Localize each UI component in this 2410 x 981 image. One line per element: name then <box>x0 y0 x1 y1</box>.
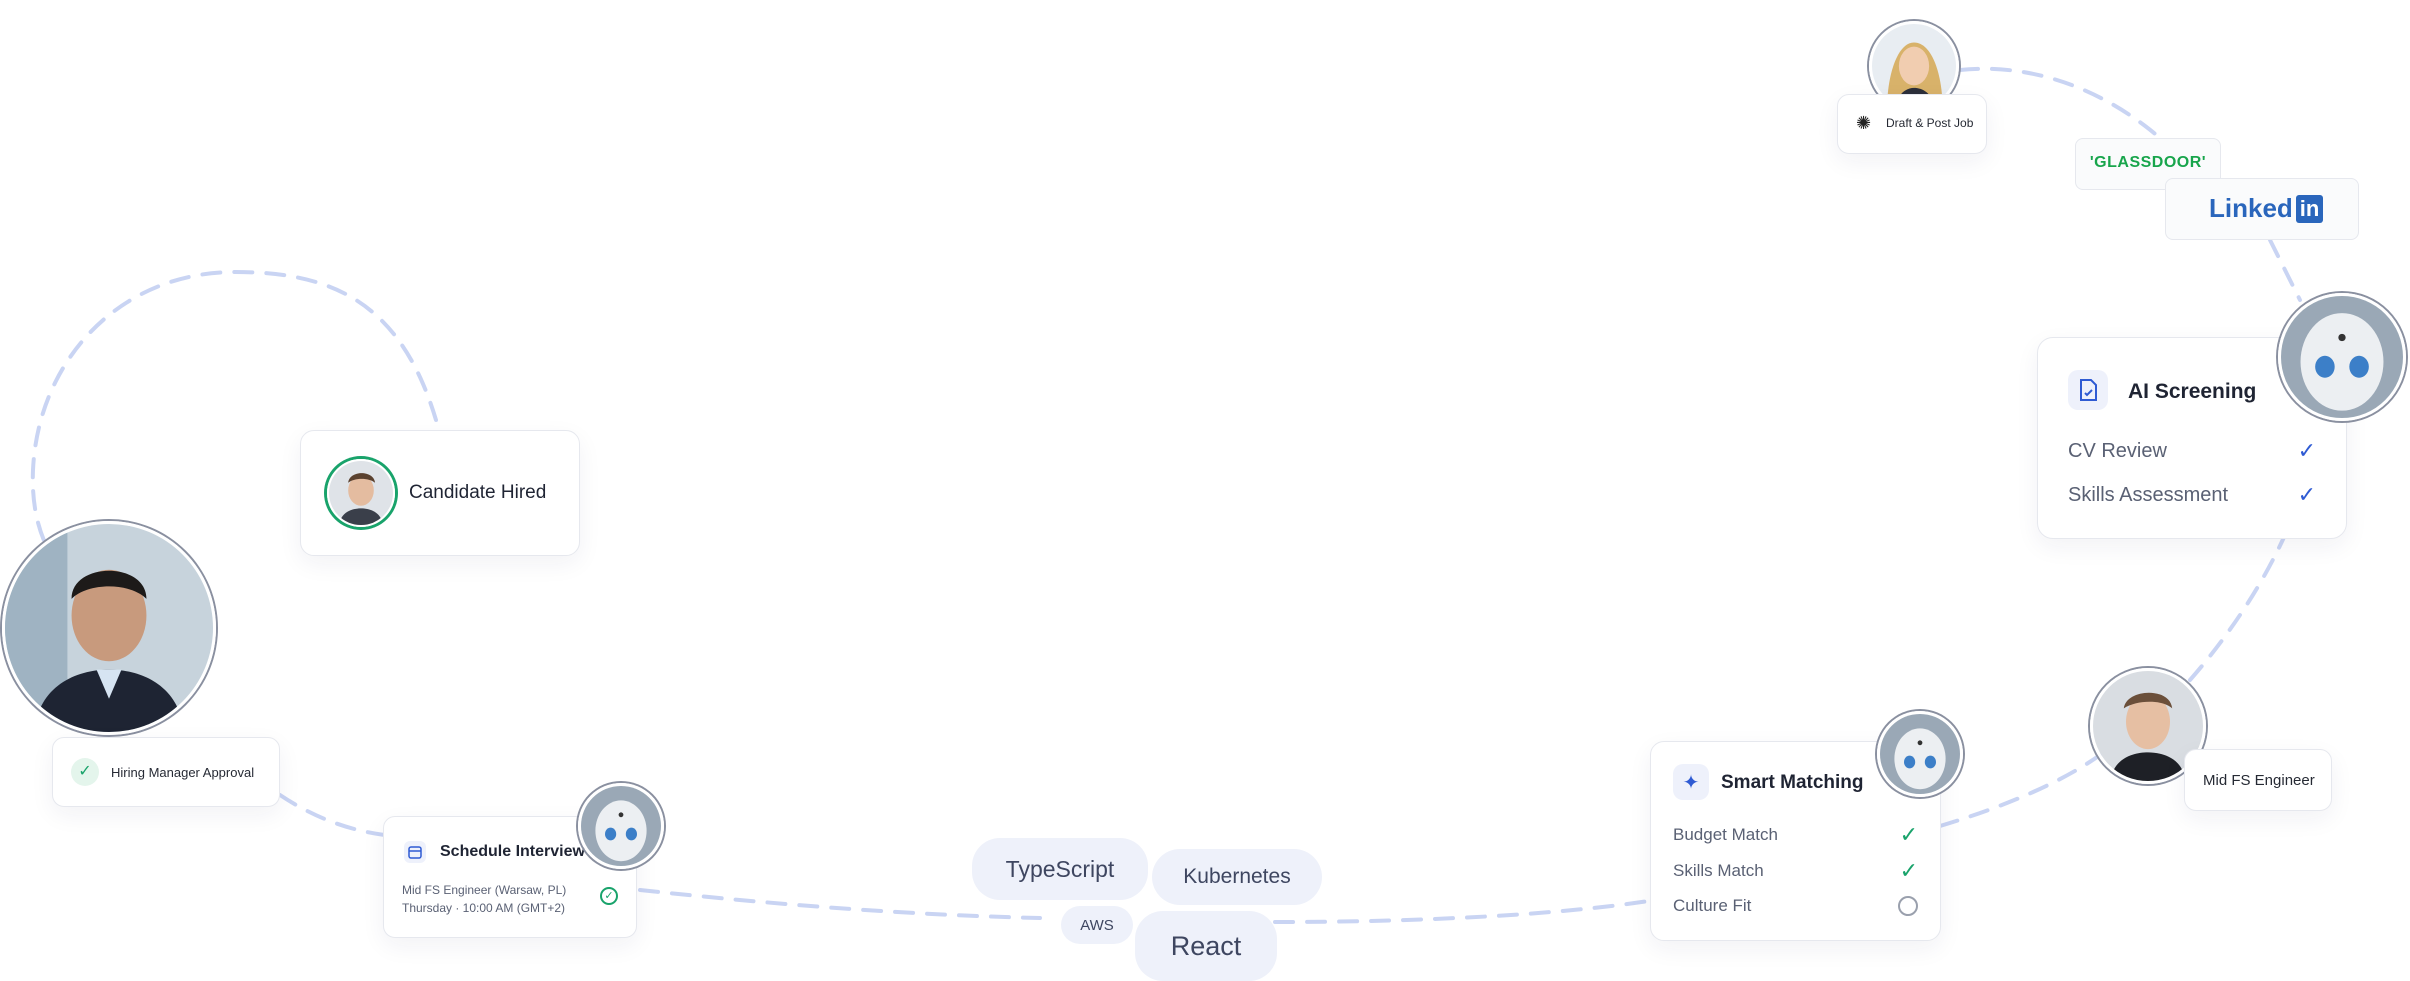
hiring-manager-avatar <box>2 521 216 735</box>
skill-label: TypeScript <box>1005 855 1115 882</box>
schedule-robot-avatar <box>578 783 664 869</box>
skill-pill-typescript: TypeScript <box>972 838 1148 900</box>
candidate-label: Mid FS Engineer <box>2203 772 2315 789</box>
hiring-manager-approval-card[interactable]: ✓ Hiring Manager Approval <box>52 737 280 807</box>
check-icon: ✓ <box>1899 858 1918 883</box>
ai-screening-title: AI Screening <box>2128 380 2257 403</box>
candidate-hired-label: Candidate Hired <box>409 482 547 503</box>
candidate-card[interactable]: Mid FS Engineer <box>2184 749 2332 811</box>
draft-post-job-card[interactable]: ✺ Draft & Post Job <box>1837 94 1987 154</box>
document-icon <box>2068 370 2108 410</box>
draft-post-job-label: Draft & Post Job <box>1886 116 1974 130</box>
check-icon: ✓ <box>2297 482 2316 507</box>
check-icon: ✓ <box>2297 438 2316 463</box>
sparkle-icon: ✦ <box>1673 764 1709 800</box>
check-icon: ✓ <box>1899 822 1918 847</box>
screening-item-skills-assessment: Skills Assessment ✓ <box>2068 482 2316 508</box>
match-item-label: Budget Match <box>1673 825 1778 844</box>
match-item-label: Skills Match <box>1673 861 1764 880</box>
skill-label: React <box>1170 930 1242 961</box>
hired-candidate-avatar <box>327 459 395 527</box>
approval-label: Hiring Manager Approval <box>111 765 255 780</box>
candidate-hired-card[interactable]: Candidate Hired <box>300 430 580 556</box>
skill-pill-react: React <box>1135 911 1277 981</box>
screening-item-cv-review: CV Review ✓ <box>2068 438 2316 464</box>
screening-item-label: CV Review <box>2068 439 2167 462</box>
match-item-label: Culture Fit <box>1673 896 1752 915</box>
schedule-title: Schedule Interview <box>440 843 585 860</box>
match-item-budget: Budget Match ✓ <box>1673 822 1918 848</box>
ai-screening-card[interactable]: AI Screening CV Review ✓ Skills Assessme… <box>2037 337 2347 539</box>
linkedin-logo: Linked in <box>2165 178 2359 240</box>
matching-robot-avatar <box>1877 711 1963 797</box>
pending-circle-icon <box>1898 896 1918 916</box>
skill-label: AWS <box>1080 916 1114 934</box>
skill-pill-kubernetes: Kubernetes <box>1152 849 1322 905</box>
skill-pill-aws: AWS <box>1061 906 1133 944</box>
match-item-skills: Skills Match ✓ <box>1673 858 1918 884</box>
openai-icon: ✺ <box>1856 113 1872 133</box>
match-item-culture: Culture Fit <box>1673 896 1918 916</box>
linkedin-text: Linked <box>2209 193 2293 223</box>
confirmed-check-icon: ✓ <box>600 887 618 905</box>
glassdoor-text: 'GLASSDOOR' <box>2089 154 2207 171</box>
calendar-icon <box>404 841 426 863</box>
skill-label: Kubernetes <box>1183 865 1291 888</box>
smart-matching-title: Smart Matching <box>1721 772 1864 793</box>
screening-item-label: Skills Assessment <box>2068 483 2229 506</box>
ai-robot-avatar <box>2278 293 2406 421</box>
schedule-time: Thursday · 10:00 AM (GMT+2) <box>402 901 566 915</box>
linkedin-in-icon: in <box>2295 194 2324 223</box>
approved-check-icon: ✓ <box>71 758 99 786</box>
schedule-role: Mid FS Engineer (Warsaw, PL) <box>402 883 567 897</box>
